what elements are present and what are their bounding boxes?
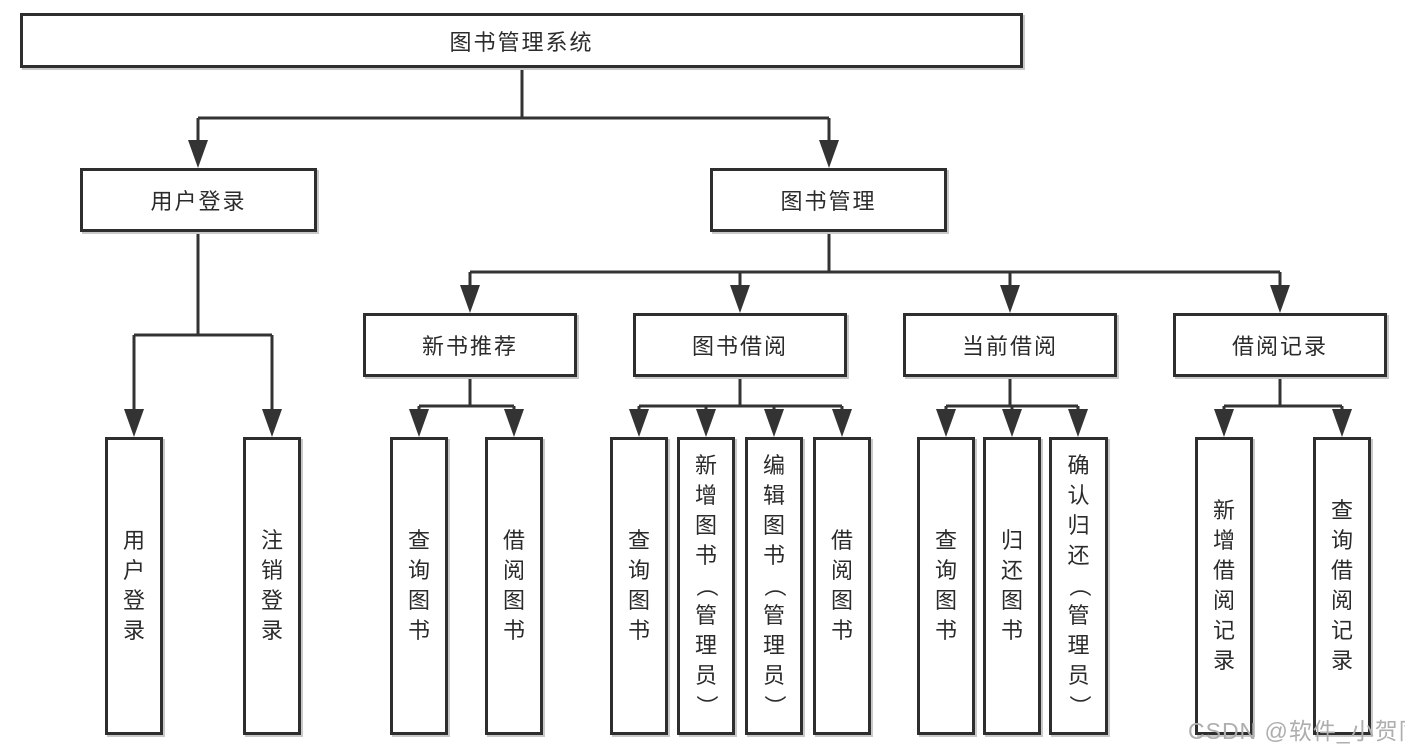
leaf-logout: 注销登录 xyxy=(243,437,301,735)
leaf-borrowing-borrow-books: 借阅图书 xyxy=(813,437,871,735)
node-borrowing-records: 借阅记录 xyxy=(1173,313,1387,377)
node-library-management-system: 图书管理系统 xyxy=(20,13,1023,68)
leaf-borrowing-query-books: 查询图书 xyxy=(610,437,668,735)
node-new-book-recommend: 新书推荐 xyxy=(363,313,577,377)
csdn-watermark: CSDN @软件_小贺同学 xyxy=(1188,718,1405,744)
leaf-current-confirm-return-admin: 确认归还（管理员） xyxy=(1049,437,1108,735)
leaf-records-query-record: 查询借阅记录 xyxy=(1313,437,1371,735)
node-current-borrowing: 当前借阅 xyxy=(903,313,1117,377)
leaf-current-return-books: 归还图书 xyxy=(983,437,1041,735)
leaf-borrowing-edit-books-admin: 编辑图书（管理员） xyxy=(745,437,803,735)
leaf-current-query-books: 查询图书 xyxy=(917,437,975,735)
leaf-records-add-record: 新增借阅记录 xyxy=(1195,437,1253,735)
arrowheads xyxy=(124,140,1352,437)
leaf-recommend-borrow-books: 借阅图书 xyxy=(485,437,543,735)
leaf-user-login: 用户登录 xyxy=(105,437,163,735)
leaf-recommend-query-books: 查询图书 xyxy=(390,437,448,735)
leaf-borrowing-add-books-admin: 新增图书（管理员） xyxy=(677,437,735,735)
node-user-login: 用户登录 xyxy=(80,168,317,232)
node-book-borrowing: 图书借阅 xyxy=(633,313,847,377)
node-book-management: 图书管理 xyxy=(710,168,947,232)
